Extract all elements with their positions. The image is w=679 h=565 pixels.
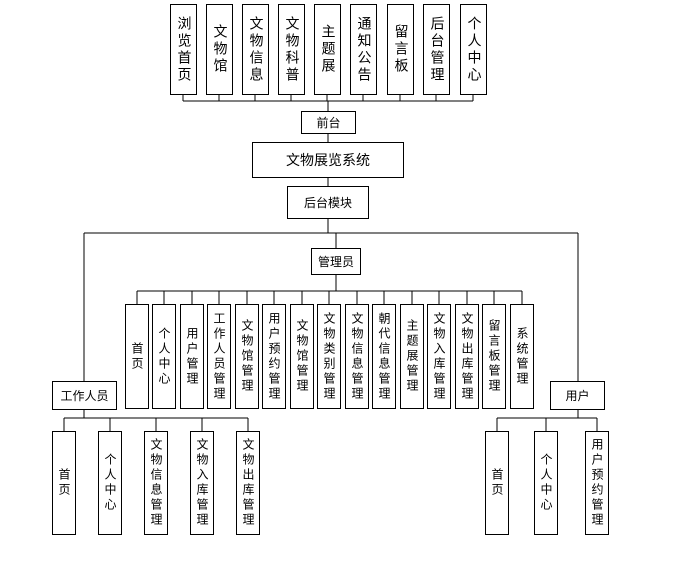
admin-item-staff-management: 工作人员管理 <box>207 304 231 409</box>
admin-item-museum-management-2: 文物馆管理 <box>290 304 314 409</box>
front-label-box: 前台 <box>301 111 356 134</box>
admin-item-theme-exhibit-management: 主题展管理 <box>400 304 424 409</box>
admin-item-storage-in-management: 文物入库管理 <box>427 304 451 409</box>
user-item-personal-center: 个人中心 <box>534 431 558 535</box>
admin-item-user-management: 用户管理 <box>180 304 204 409</box>
user-item-booking-management: 用户预约管理 <box>585 431 609 535</box>
staff-item-home: 首页 <box>52 431 76 535</box>
staff-role-box: 工作人员 <box>52 381 117 410</box>
user-role-box: 用户 <box>550 381 605 410</box>
front-item-personal-center: 个人中心 <box>460 4 487 95</box>
admin-item-personal-center: 个人中心 <box>152 304 176 409</box>
admin-item-relic-info-management: 文物信息管理 <box>345 304 369 409</box>
front-item-browse-home: 浏览首页 <box>170 4 197 95</box>
admin-item-home: 首页 <box>125 304 149 409</box>
staff-item-storage-out-management: 文物出库管理 <box>236 431 260 535</box>
admin-item-category-management: 文物类别管理 <box>317 304 341 409</box>
admin-item-user-booking-management: 用户预约管理 <box>262 304 286 409</box>
admin-item-message-board-management: 留言板管理 <box>482 304 506 409</box>
admin-item-system-management: 系统管理 <box>510 304 534 409</box>
admin-item-storage-out-management: 文物出库管理 <box>455 304 479 409</box>
staff-item-storage-in-management: 文物入库管理 <box>190 431 214 535</box>
admin-item-dynasty-management: 朝代信息管理 <box>372 304 396 409</box>
system-title-box: 文物展览系统 <box>252 142 404 178</box>
front-item-relic-info: 文物信息 <box>242 4 269 95</box>
front-item-message-board: 留言板 <box>387 4 414 95</box>
staff-item-relic-info-management: 文物信息管理 <box>144 431 168 535</box>
front-item-theme-exhibit: 主题展 <box>314 4 341 95</box>
front-item-museum: 文物馆 <box>206 4 233 95</box>
front-item-backend-admin: 后台管理 <box>423 4 450 95</box>
user-item-home: 首页 <box>485 431 509 535</box>
admin-item-museum-management: 文物馆管理 <box>235 304 259 409</box>
staff-item-personal-center: 个人中心 <box>98 431 122 535</box>
backend-module-box: 后台模块 <box>287 186 369 219</box>
admin-role-box: 管理员 <box>311 248 361 275</box>
front-item-relic-science: 文物科普 <box>278 4 305 95</box>
front-item-notice: 通知公告 <box>350 4 377 95</box>
